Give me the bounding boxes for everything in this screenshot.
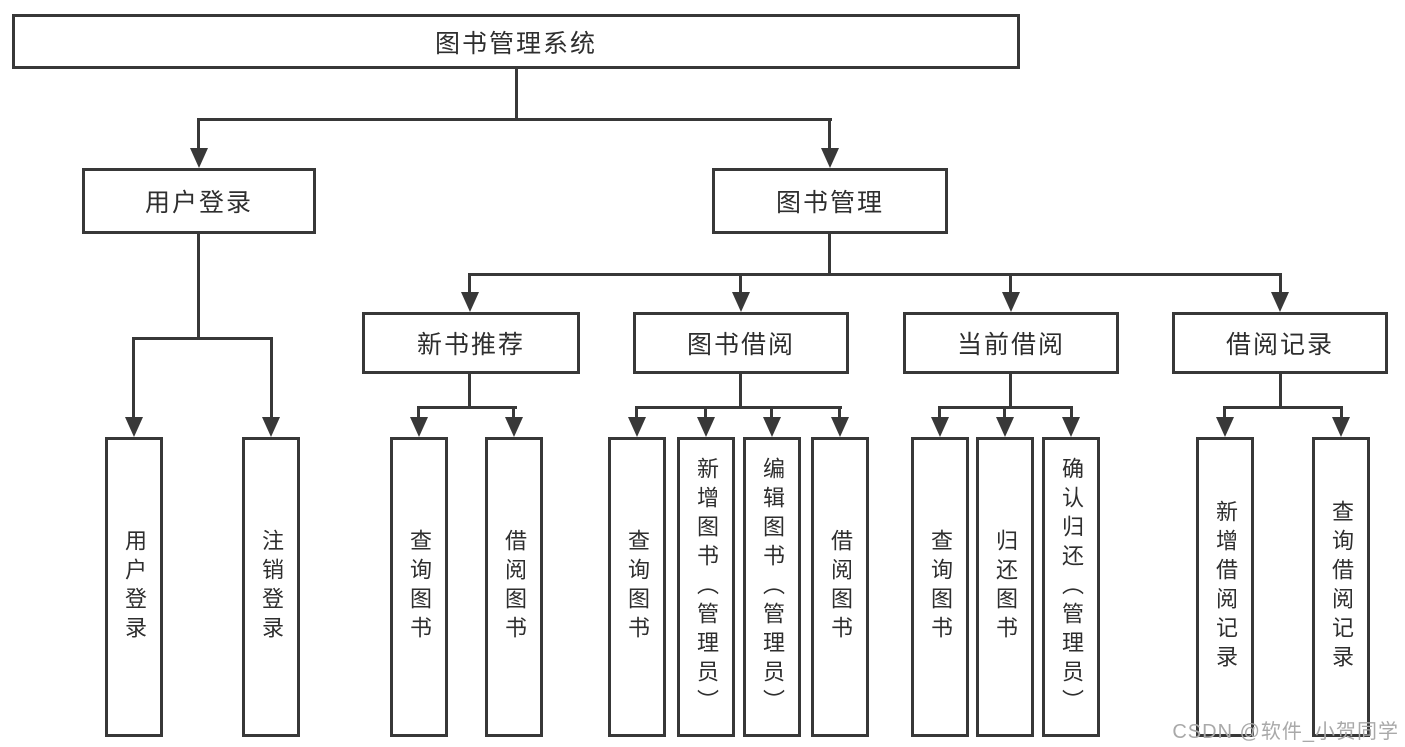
leaf-label: 归还图书 — [993, 529, 1018, 645]
connector-line — [197, 118, 832, 121]
arrowhead-icon — [697, 417, 715, 437]
arrowhead-icon — [1002, 292, 1020, 312]
leaf-label: 查询图书 — [625, 529, 650, 645]
arrowhead-icon — [410, 417, 428, 437]
node-label: 图书借阅 — [686, 331, 795, 359]
leaf-query-book-current: 查询图书 — [911, 437, 969, 737]
leaf-label: 借阅图书 — [502, 529, 527, 645]
connector-line — [938, 406, 941, 419]
connector-line — [1340, 406, 1343, 419]
leaf-query-book-borrow: 查询图书 — [608, 437, 666, 737]
leaf-label: 编辑图书（管理员） — [760, 456, 785, 718]
connector-line — [1223, 406, 1343, 409]
connector-line — [468, 374, 471, 406]
connector-line — [1003, 406, 1006, 419]
arrowhead-icon — [505, 417, 523, 437]
connector-line — [417, 406, 420, 419]
leaf-add-borrow-record: 新增借阅记录 — [1196, 437, 1254, 737]
leaf-borrow-book-recommend: 借阅图书 — [485, 437, 543, 737]
leaf-user-login: 用户登录 — [105, 437, 163, 737]
connector-line — [1279, 374, 1282, 406]
arrowhead-icon — [1271, 292, 1289, 312]
node-label: 借阅记录 — [1225, 331, 1334, 359]
leaf-label: 注销登录 — [259, 529, 284, 645]
connector-line — [770, 406, 773, 419]
node-library-system: 图书管理系统 — [12, 14, 1020, 69]
connector-line — [417, 406, 517, 409]
leaf-query-borrow-record: 查询借阅记录 — [1312, 437, 1370, 737]
node-book-borrow: 图书借阅 — [633, 312, 849, 374]
leaf-label: 查询图书 — [928, 529, 953, 645]
node-book-management: 图书管理 — [712, 168, 948, 234]
connector-line — [1279, 273, 1282, 294]
node-new-book-recommend: 新书推荐 — [362, 312, 580, 374]
arrowhead-icon — [461, 292, 479, 312]
connector-line — [132, 337, 273, 340]
connector-line — [739, 374, 742, 406]
node-label: 用户登录 — [144, 189, 253, 217]
leaf-confirm-return-admin: 确认归还（管理员） — [1042, 437, 1100, 737]
connector-line — [270, 337, 273, 419]
node-label: 新书推荐 — [416, 331, 525, 359]
node-label: 图书管理系统 — [434, 29, 597, 58]
connector-line — [468, 273, 1282, 276]
arrowhead-icon — [125, 417, 143, 437]
leaf-logout-login: 注销登录 — [242, 437, 300, 737]
leaf-label: 确认归还（管理员） — [1059, 456, 1084, 718]
connector-line — [635, 406, 842, 409]
node-label: 图书管理 — [775, 189, 884, 217]
leaf-borrow-book: 借阅图书 — [811, 437, 869, 737]
leaf-label: 查询借阅记录 — [1329, 500, 1354, 674]
arrowhead-icon — [1216, 417, 1234, 437]
arrowhead-icon — [996, 417, 1014, 437]
leaf-query-book-recommend: 查询图书 — [390, 437, 448, 737]
connector-line — [704, 406, 707, 419]
connector-line — [1009, 273, 1012, 294]
connector-line — [515, 69, 518, 118]
connector-line — [635, 406, 638, 419]
leaf-label: 借阅图书 — [828, 529, 853, 645]
arrowhead-icon — [821, 148, 839, 168]
arrowhead-icon — [628, 417, 646, 437]
arrowhead-icon — [732, 292, 750, 312]
arrowhead-icon — [262, 417, 280, 437]
node-borrow-record: 借阅记录 — [1172, 312, 1388, 374]
connector-line — [197, 234, 200, 337]
csdn-watermark: CSDN @软件_小贺同学 — [1172, 721, 1399, 743]
leaf-label: 新增借阅记录 — [1213, 500, 1238, 674]
arrowhead-icon — [763, 417, 781, 437]
connector-line — [1070, 406, 1073, 419]
arrowhead-icon — [1332, 417, 1350, 437]
leaf-edit-book-admin: 编辑图书（管理员） — [743, 437, 801, 737]
connector-line — [132, 337, 135, 419]
leaf-label: 查询图书 — [407, 529, 432, 645]
arrowhead-icon — [931, 417, 949, 437]
arrowhead-icon — [831, 417, 849, 437]
arrowhead-icon — [1062, 417, 1080, 437]
connector-line — [468, 273, 471, 294]
connector-line — [197, 118, 200, 150]
connector-line — [1223, 406, 1226, 419]
node-user-login: 用户登录 — [82, 168, 316, 234]
leaf-return-book: 归还图书 — [976, 437, 1034, 737]
connector-line — [739, 273, 742, 294]
connector-line — [1009, 374, 1012, 406]
connector-line — [838, 406, 841, 419]
arrowhead-icon — [190, 148, 208, 168]
node-label: 当前借阅 — [956, 331, 1065, 359]
leaf-add-book-admin: 新增图书（管理员） — [677, 437, 735, 737]
connector-line — [512, 406, 515, 419]
connector-line — [828, 118, 831, 150]
connector-line — [828, 234, 831, 273]
leaf-label: 新增图书（管理员） — [694, 456, 719, 718]
leaf-label: 用户登录 — [122, 529, 147, 645]
node-current-borrow: 当前借阅 — [903, 312, 1119, 374]
